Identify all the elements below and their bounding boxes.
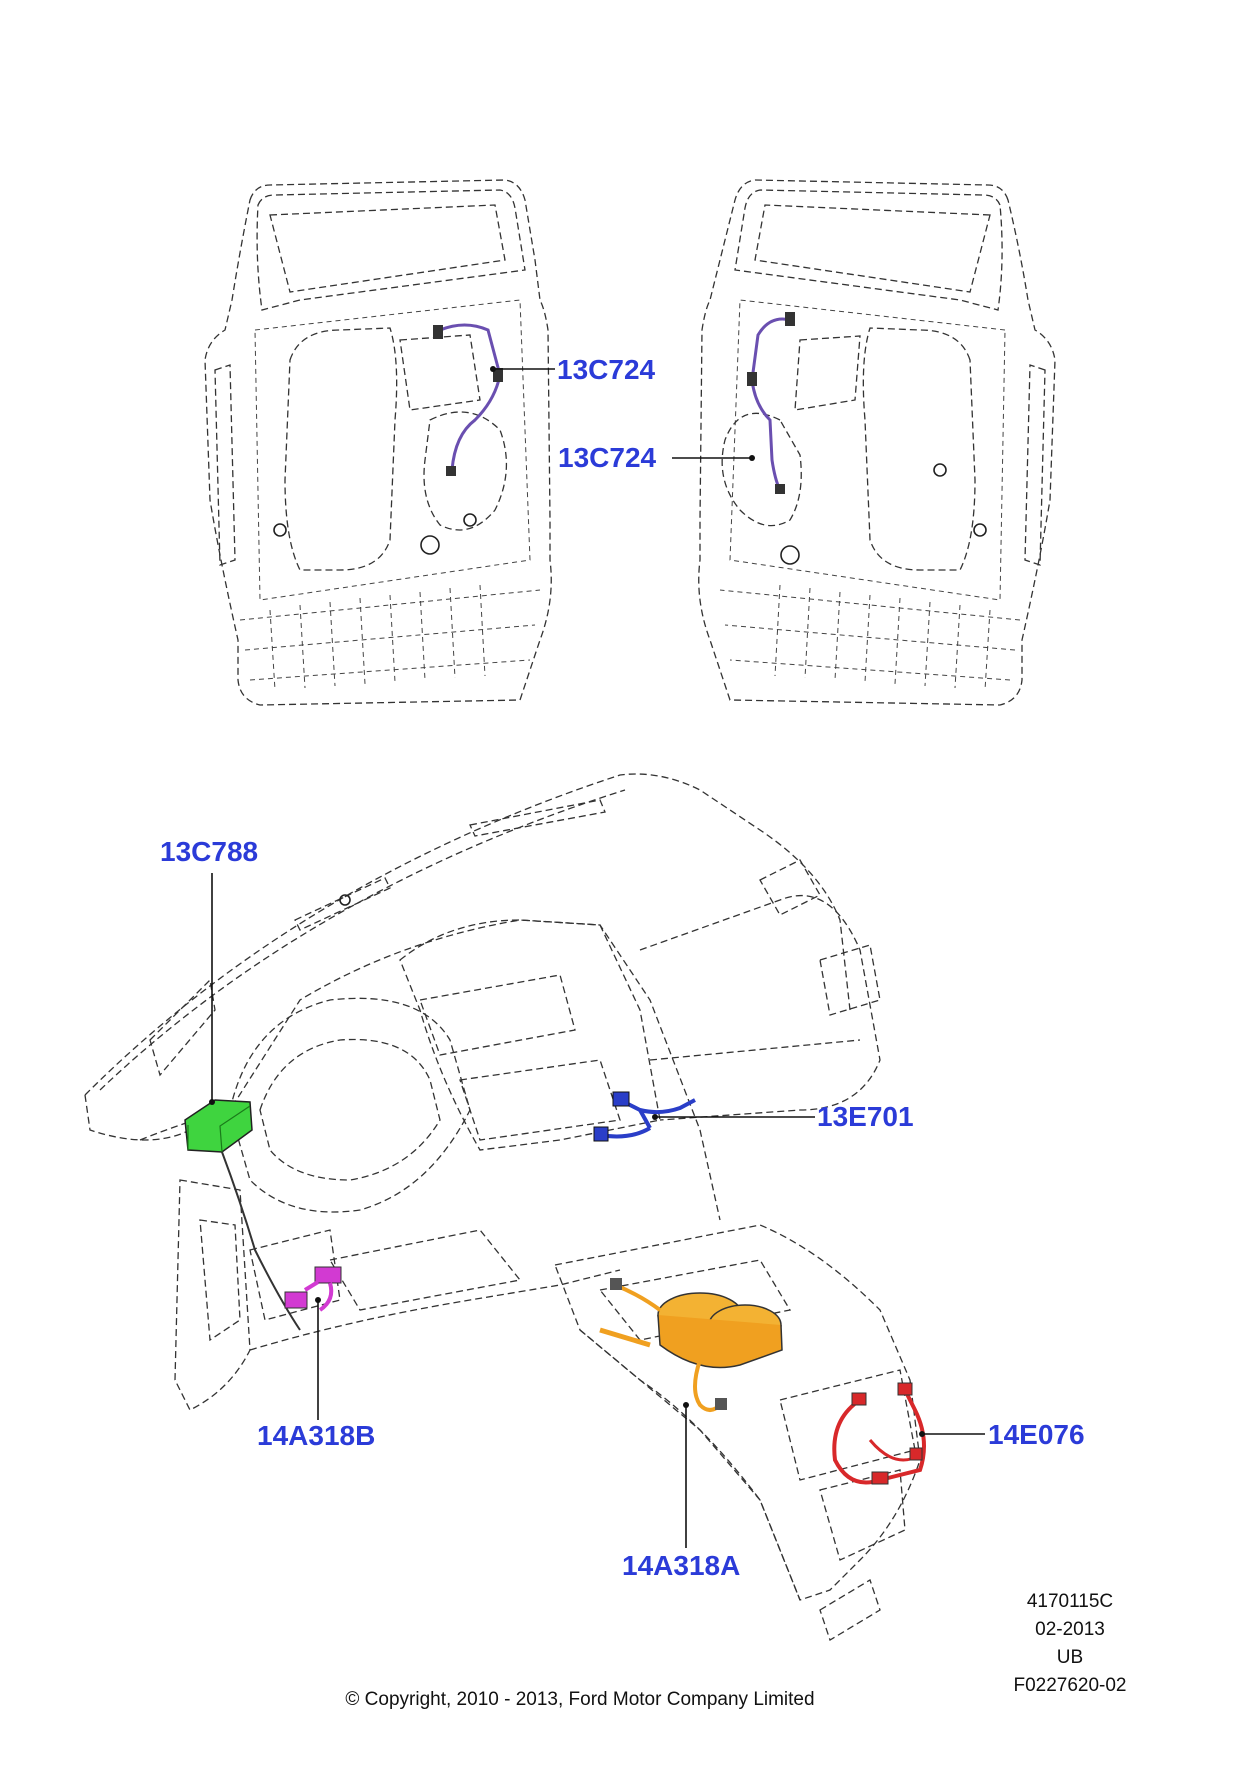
callout-13c788: 13C788 [160,836,259,867]
callout-13c724-lower: 13C724 [558,442,657,473]
callout-13e701: 13E701 [817,1101,914,1132]
module-13c788 [184,1099,301,1331]
callout-14a318b: 14A318B [257,1420,376,1451]
door-harness-right [750,317,791,491]
callout-14a318a: 14A318A [622,1550,741,1581]
diagram-code: 4170115C [1026,1591,1114,1612]
callout-14e076: 14E076 [988,1419,1085,1450]
cupholder-harness [599,1278,783,1412]
copyright-notice: © Copyright, 2010 - 2013, Ford Motor Com… [345,1689,815,1710]
dashboard-illustration [84,773,926,1641]
diagram-date: 02-2013 [1035,1619,1105,1640]
callout-13c724-upper: 13C724 [557,354,656,385]
right-door-illustration [698,179,1056,706]
door-harness-left [439,323,502,471]
diagram-reference: F0227620-02 [1013,1675,1127,1696]
lower-dash-harness [284,1266,342,1312]
rear-console-harness [832,1382,926,1485]
left-door-illustration [204,179,552,706]
leader-lines [209,366,985,1548]
diagram-region: UB [1056,1647,1084,1668]
glovebox-harness [593,1091,696,1142]
